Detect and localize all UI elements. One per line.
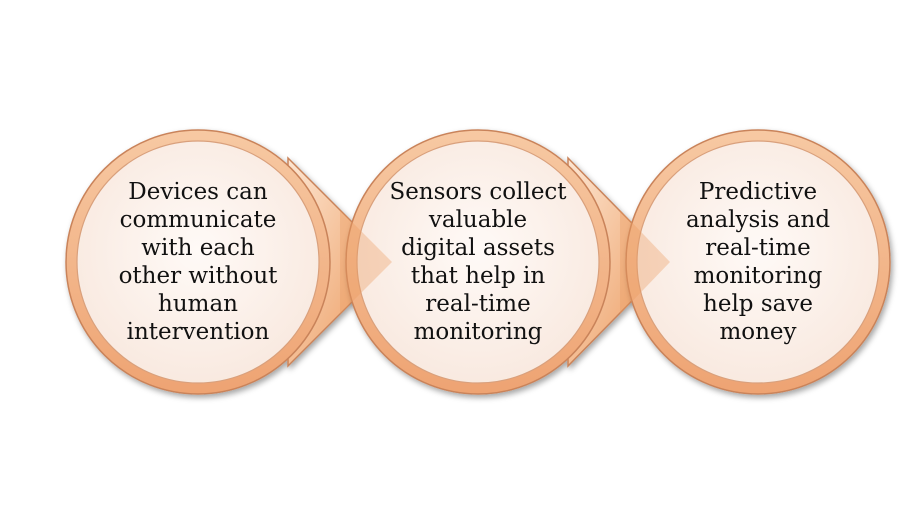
node-1 xyxy=(65,129,394,395)
node-3-text: Predictive analysis and real-time monito… xyxy=(685,179,831,345)
node-2-inner-circle xyxy=(356,140,600,384)
node-1-inner-circle xyxy=(76,140,320,384)
node-3 xyxy=(625,129,891,395)
node-3-inner-circle xyxy=(636,140,880,384)
arrow-overlap-2 xyxy=(620,210,670,314)
node-2-text: Sensors collect valuable digital assets … xyxy=(389,179,567,345)
arrow-overlap-1 xyxy=(340,210,392,314)
node-1-text: Devices can communicate with each other … xyxy=(118,179,278,345)
node-2 xyxy=(345,129,672,395)
